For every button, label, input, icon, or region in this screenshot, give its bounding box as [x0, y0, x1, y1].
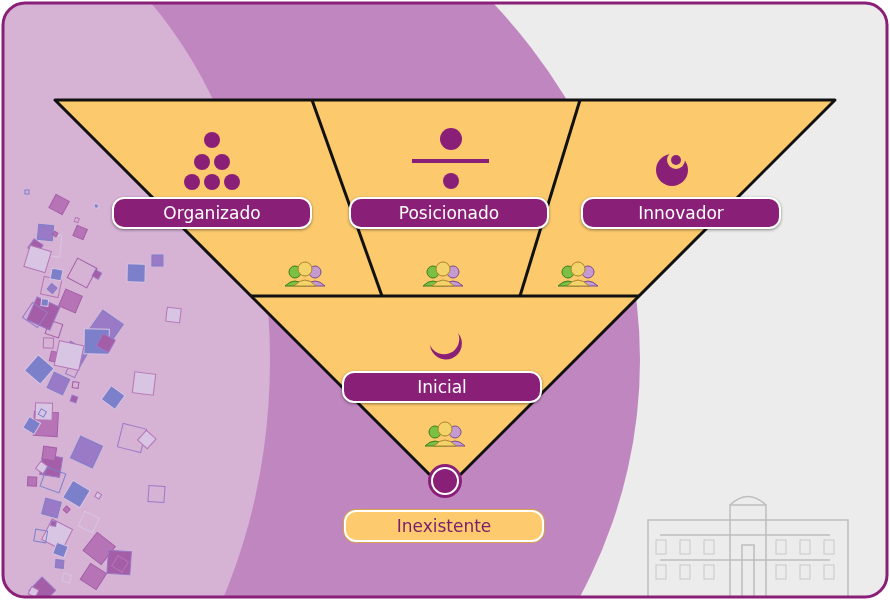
cube-decoration	[152, 255, 163, 266]
cube-decoration	[67, 258, 97, 288]
cube-decoration	[49, 194, 69, 214]
cube-decoration	[70, 395, 78, 403]
building-window	[656, 540, 666, 554]
cube-decoration	[45, 320, 63, 338]
cube-decoration	[166, 307, 182, 323]
building-window	[704, 565, 714, 579]
cube-decoration	[74, 217, 79, 222]
cube-decoration	[47, 284, 57, 294]
building-window	[776, 565, 786, 579]
building-window	[824, 540, 834, 554]
cube-decoration	[132, 372, 155, 395]
level-name: Inexistente	[397, 516, 492, 536]
cube-decoration	[80, 563, 106, 589]
building-window	[800, 540, 810, 554]
level-label: Inicial	[342, 371, 542, 403]
cube-decoration	[43, 338, 53, 348]
cube-decoration	[53, 542, 69, 558]
cube-decoration	[63, 480, 90, 507]
cube-decoration	[55, 560, 64, 569]
cube-decoration	[29, 577, 56, 597]
cube-decoration	[94, 204, 99, 209]
cube-decoration	[78, 511, 99, 532]
cube-decoration	[54, 341, 84, 371]
level-name: Inicial	[417, 377, 467, 397]
cube-decoration	[73, 225, 87, 239]
cube-decoration	[37, 224, 53, 240]
cube-decoration	[34, 529, 48, 543]
cube-decoration	[59, 289, 83, 313]
cube-decoration	[71, 436, 103, 468]
level-name: Organizado	[163, 203, 260, 223]
cube-decoration	[53, 231, 59, 237]
cube-decoration	[28, 587, 39, 597]
cube-decoration	[41, 299, 49, 307]
building-window	[680, 565, 690, 579]
level-label: Posicionado	[349, 197, 549, 229]
cube-decoration	[38, 409, 46, 417]
cube-decoration	[24, 245, 51, 272]
cube-decoration	[47, 372, 70, 395]
level-name: Innovador	[638, 203, 724, 223]
building-window	[656, 565, 666, 579]
cube-decoration	[138, 430, 156, 448]
cube-decoration	[50, 268, 63, 281]
cube-decoration	[72, 382, 79, 389]
cube-decoration	[27, 477, 36, 486]
cube-decoration	[24, 355, 54, 385]
base-label: Inexistente	[344, 510, 544, 542]
level-name: Posicionado	[399, 203, 499, 223]
cube-decoration	[36, 461, 49, 474]
cube-decoration	[148, 485, 165, 502]
cube-decoration	[101, 386, 125, 410]
cube-decoration	[40, 467, 66, 493]
building-window	[704, 540, 714, 554]
cube-decoration	[95, 492, 102, 499]
cube-decoration	[112, 556, 129, 573]
building-window	[800, 565, 810, 579]
cube-decoration	[63, 506, 70, 513]
cube-decoration	[27, 297, 60, 330]
cube-decoration	[25, 190, 29, 194]
building-window	[776, 540, 786, 554]
cube-decoration	[22, 303, 47, 328]
cube-decoration	[96, 333, 115, 352]
cube-decoration	[42, 446, 57, 461]
cube-decoration	[62, 573, 72, 583]
cube-decoration	[42, 498, 62, 518]
level-label: Organizado	[112, 197, 312, 229]
cube-decoration	[127, 264, 145, 282]
cube-decoration	[107, 550, 132, 575]
building-window	[680, 540, 690, 554]
building-window	[824, 565, 834, 579]
cube-decoration	[51, 521, 57, 527]
level-label: Innovador	[581, 197, 781, 229]
cube-decoration	[35, 403, 53, 421]
